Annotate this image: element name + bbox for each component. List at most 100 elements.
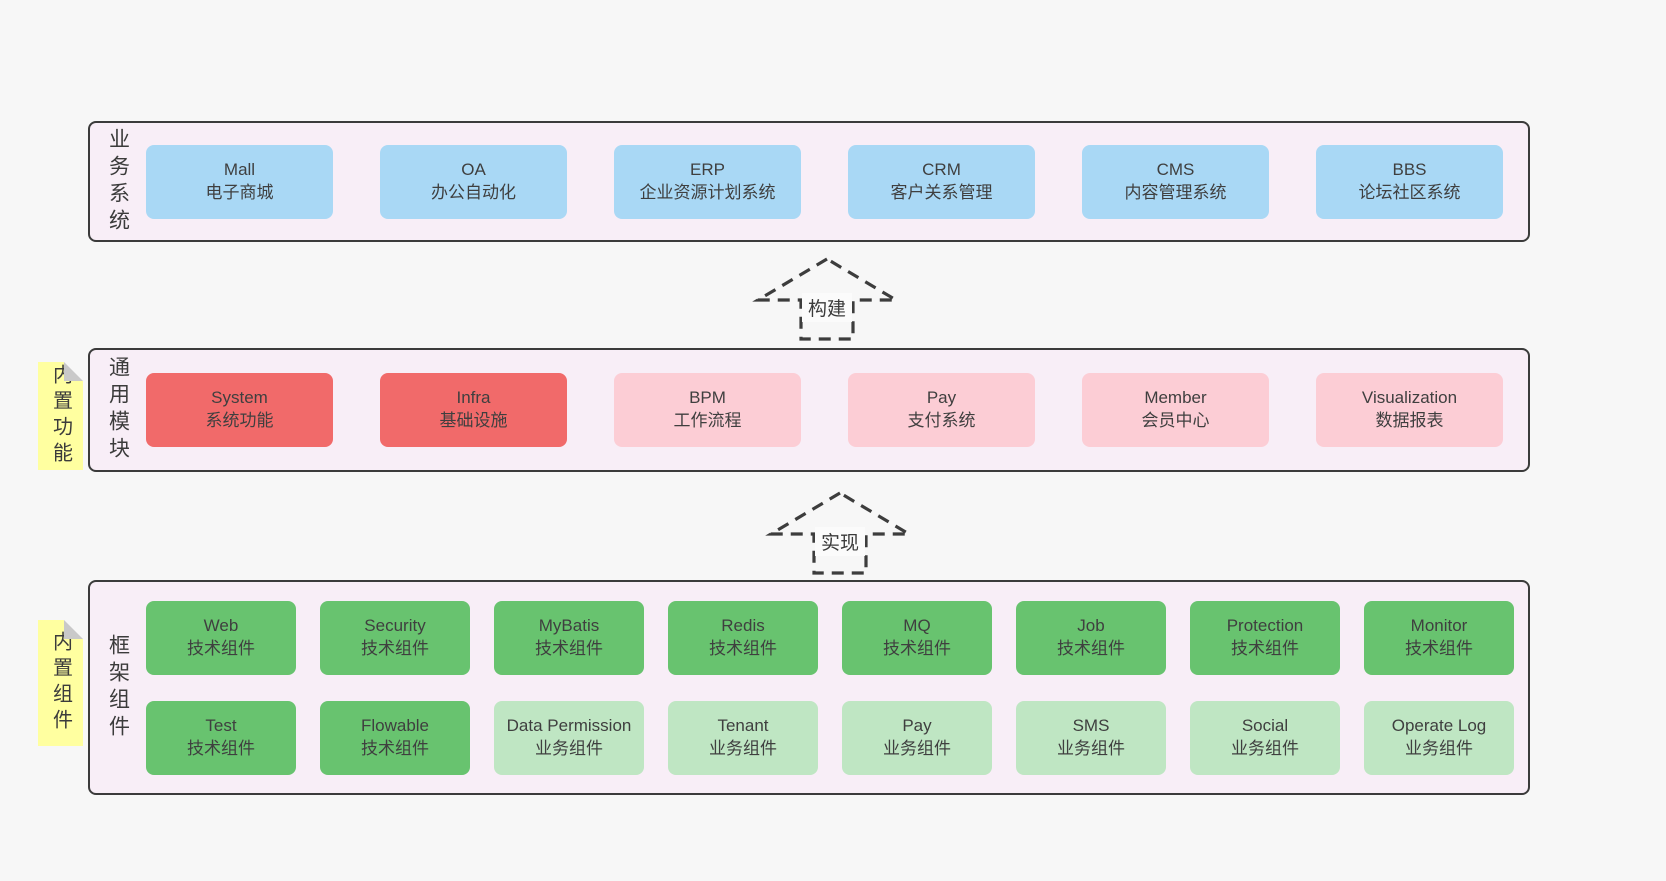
box-title: CRM [922, 159, 961, 179]
box-subtitle: 技术组件 [187, 638, 255, 658]
box-subtitle: 技术组件 [361, 638, 429, 658]
box-title: Test [205, 716, 237, 736]
box-title: Infra [456, 388, 491, 408]
box-data-permission: Data Permission 业务组件 [494, 700, 644, 775]
box-subtitle: 办公自动化 [431, 182, 516, 202]
box-protection: Protection 技术组件 [1190, 600, 1340, 675]
box-social: Social 业务组件 [1190, 700, 1340, 775]
box-title: Visualization [1361, 388, 1458, 408]
box-web: Web 技术组件 [146, 600, 296, 675]
box-subtitle: 技术组件 [1231, 638, 1299, 658]
box-operate-log: Operate Log 业务组件 [1364, 700, 1514, 775]
box-security: Security 技术组件 [320, 600, 470, 675]
box-subtitle: 技术组件 [883, 638, 951, 658]
box-monitor: Monitor 技术组件 [1364, 600, 1514, 675]
box-subtitle: 企业资源计划系统 [639, 182, 776, 202]
box-crm: CRM 客户关系管理 [848, 144, 1035, 219]
box-member: Member 会员中心 [1082, 373, 1269, 447]
box-subtitle: 内容管理系统 [1124, 182, 1227, 202]
box-title: BPM [689, 388, 726, 408]
box-title: OA [461, 159, 486, 179]
layer-label-business: 业务系统 [90, 123, 146, 240]
box-visualization: Visualization 数据报表 [1316, 373, 1503, 447]
implement-arrow-label: 实现 [814, 527, 866, 556]
box-title: Pay [926, 388, 957, 408]
box-title: Protection [1226, 616, 1304, 636]
box-subtitle: 工作流程 [673, 411, 742, 430]
box-test: Test 技术组件 [146, 700, 296, 775]
box-title: ERP [690, 159, 725, 179]
box-title: Web [203, 616, 239, 636]
box-title: Flowable [360, 716, 430, 736]
sticky-note-builtin-features: 内置功能 [38, 362, 83, 470]
box-title: Pay [902, 716, 932, 736]
box-erp: ERP 企业资源计划系统 [614, 144, 801, 219]
box-title: MyBatis [538, 616, 600, 636]
box-subtitle: 业务组件 [709, 738, 777, 758]
box-bpm: BPM 工作流程 [614, 373, 801, 447]
box-job: Job 技术组件 [1016, 600, 1166, 675]
box-sms: SMS 业务组件 [1016, 700, 1166, 775]
box-redis: Redis 技术组件 [668, 600, 818, 675]
box-subtitle: 数据报表 [1375, 411, 1444, 430]
up-block-arrow-icon [765, 491, 915, 575]
box-subtitle: 基础设施 [439, 411, 508, 430]
box-title: Operate Log [1391, 716, 1487, 736]
box-subtitle: 技术组件 [361, 738, 429, 758]
box-flowable: Flowable 技术组件 [320, 700, 470, 775]
box-subtitle: 客户关系管理 [890, 182, 993, 202]
box-subtitle: 论坛社区系统 [1358, 182, 1461, 202]
up-block-arrow-icon [752, 257, 902, 341]
business-boxes-row: Mall 电子商城 OA 办公自动化 ERP 企业资源计划系统 CRM 客户关系… [146, 123, 1528, 240]
box-subtitle: 技术组件 [1057, 638, 1125, 658]
box-title: Social [1241, 716, 1289, 736]
layer-label-components-text: 框架组件 [106, 633, 130, 742]
box-title: CMS [1156, 159, 1195, 179]
box-title: Data Permission [506, 716, 632, 736]
box-mq: MQ 技术组件 [842, 600, 992, 675]
box-pay: Pay 支付系统 [848, 373, 1035, 447]
box-pay-component: Pay 业务组件 [842, 700, 992, 775]
framework-components-layer: 框架组件 Web 技术组件 Security 技术组件 MyBatis 技术组件… [88, 580, 1530, 795]
box-subtitle: 技术组件 [535, 638, 603, 658]
box-subtitle: 业务组件 [1405, 738, 1473, 758]
box-oa: OA 办公自动化 [380, 144, 567, 219]
box-subtitle: 业务组件 [883, 738, 951, 758]
layer-label-components: 框架组件 [90, 582, 146, 793]
box-title: Job [1077, 616, 1105, 636]
layer-label-business-text: 业务系统 [106, 127, 130, 236]
box-title: Tenant [717, 716, 769, 736]
box-subtitle: 技术组件 [1405, 638, 1473, 658]
box-cms: CMS 内容管理系统 [1082, 144, 1269, 219]
sticky-note-text: 内置组件 [49, 631, 72, 735]
components-grid: Web 技术组件 Security 技术组件 MyBatis 技术组件 Redi… [146, 582, 1528, 793]
sticky-note-builtin-components: 内置组件 [38, 620, 83, 746]
box-tenant: Tenant 业务组件 [668, 700, 818, 775]
box-title: Monitor [1410, 616, 1468, 636]
box-mall: Mall 电子商城 [146, 144, 333, 219]
implement-arrow: 实现 [765, 487, 915, 577]
box-mybatis: MyBatis 技术组件 [494, 600, 644, 675]
box-infra: Infra 基础设施 [380, 373, 567, 447]
box-subtitle: 支付系统 [907, 411, 976, 430]
box-title: Redis [721, 616, 765, 636]
build-arrow-label: 构建 [801, 293, 853, 322]
box-title: Mall [223, 159, 256, 179]
box-title: BBS [1392, 159, 1427, 179]
common-modules-layer: 通用模块 System 系统功能 Infra 基础设施 BPM 工作流程 Pay… [88, 348, 1530, 472]
build-arrow: 构建 [752, 253, 902, 343]
box-subtitle: 业务组件 [1057, 738, 1125, 758]
business-systems-layer: 业务系统 Mall 电子商城 OA 办公自动化 ERP 企业资源计划系统 CRM… [88, 121, 1530, 242]
layer-label-modules-text: 通用模块 [106, 356, 130, 464]
box-subtitle: 业务组件 [1231, 738, 1299, 758]
box-title: SMS [1072, 716, 1110, 736]
box-subtitle: 电子商城 [205, 182, 274, 202]
box-bbs: BBS 论坛社区系统 [1316, 144, 1503, 219]
layer-label-modules: 通用模块 [90, 350, 146, 470]
box-subtitle: 系统功能 [205, 411, 274, 430]
box-title: Member [1144, 388, 1207, 408]
box-subtitle: 业务组件 [535, 738, 603, 758]
modules-boxes-row: System 系统功能 Infra 基础设施 BPM 工作流程 Pay 支付系统… [146, 350, 1528, 470]
box-subtitle: 技术组件 [709, 638, 777, 658]
